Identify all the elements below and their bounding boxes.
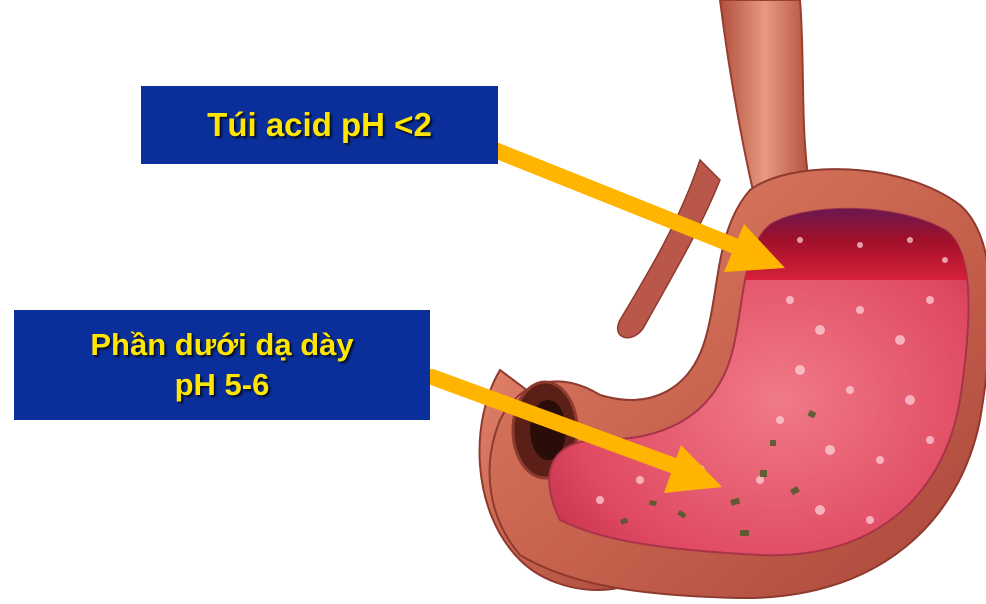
acid-pocket-label: Túi acid pH <2: [141, 86, 498, 164]
esophagus-vessel: [618, 160, 720, 338]
lower-stomach-label-line1: Phần dưới dạ dày: [90, 325, 353, 365]
lower-stomach-label: Phần dưới dạ dày pH 5-6: [14, 310, 430, 420]
acid-pocket-label-text: Túi acid pH <2: [207, 107, 432, 143]
lower-stomach-label-line2: pH 5-6: [175, 365, 270, 405]
